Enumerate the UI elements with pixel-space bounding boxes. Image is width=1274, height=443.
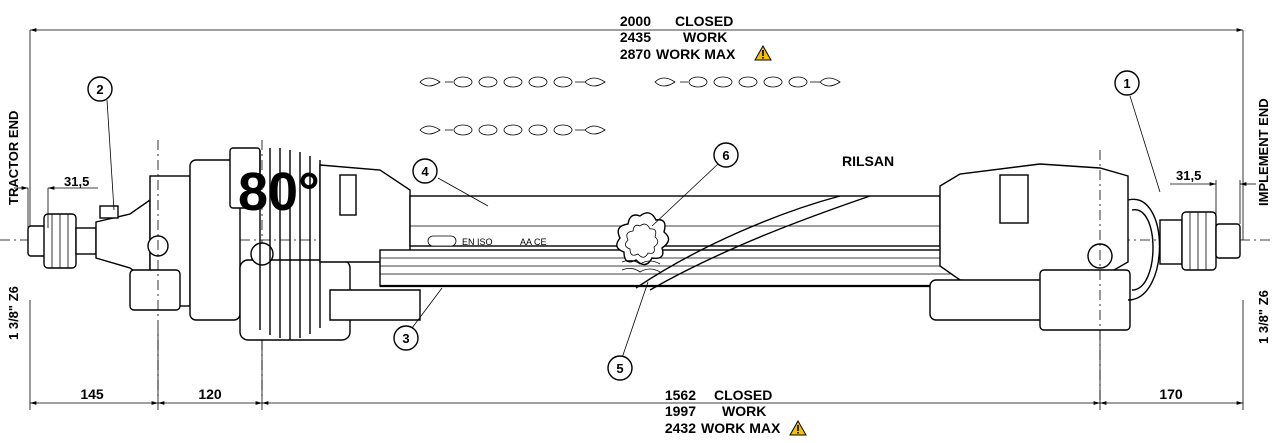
overall-work-label: WORK bbox=[683, 29, 727, 45]
overall-closed-label: CLOSED bbox=[675, 13, 733, 29]
warning-icon bbox=[789, 419, 807, 436]
callout-6: 6 bbox=[713, 142, 739, 168]
safety-chain-icon bbox=[419, 124, 606, 136]
callout-1: 1 bbox=[1114, 70, 1140, 96]
angle-label: 80° bbox=[238, 162, 320, 222]
star-profile-section bbox=[616, 212, 670, 273]
svg-text:2: 2 bbox=[96, 82, 103, 97]
overall-work-value: 2435 bbox=[620, 29, 651, 45]
svg-text:6: 6 bbox=[722, 148, 729, 163]
wide-angle-joint bbox=[189, 140, 421, 400]
inner-workmax-value: 2432 bbox=[665, 420, 696, 436]
inner-closed-label: CLOSED bbox=[714, 387, 772, 403]
overall-dimension bbox=[29, 28, 1244, 240]
segment-145-label: 145 bbox=[80, 386, 104, 402]
tractor-end-yoke bbox=[27, 140, 191, 400]
segment-120-label: 120 bbox=[198, 386, 222, 402]
right-offset-dimension: 31,5 bbox=[1170, 168, 1256, 224]
svg-text:1: 1 bbox=[1123, 76, 1130, 91]
inner-length-labels: 1562 CLOSED 1997 WORK 2432 WORK MAX bbox=[665, 387, 807, 436]
callout-2: 2 bbox=[87, 76, 113, 102]
safety-chain-icon bbox=[419, 76, 606, 88]
safety-chain-icon bbox=[654, 76, 841, 88]
warning-icon bbox=[754, 44, 772, 61]
svg-text:4: 4 bbox=[421, 164, 429, 179]
implement-end-yoke bbox=[929, 150, 1241, 400]
material-label: RILSAN bbox=[842, 153, 894, 169]
cover-marking: EN ISO bbox=[462, 237, 493, 247]
overall-workmax-label: WORK MAX bbox=[656, 46, 736, 62]
callout-3: 3 bbox=[393, 325, 419, 351]
implement-end-label: IMPLEMENT END bbox=[1256, 98, 1271, 206]
inner-closed-value: 1562 bbox=[665, 387, 696, 403]
callout-5: 5 bbox=[607, 355, 633, 381]
left-offset-label: 31,5 bbox=[64, 174, 89, 189]
brand-logo bbox=[427, 235, 457, 247]
right-offset-label: 31,5 bbox=[1176, 168, 1201, 183]
segment-170-label: 170 bbox=[1159, 386, 1183, 402]
inner-work-label: WORK bbox=[722, 403, 766, 419]
callout-4: 4 bbox=[412, 158, 438, 184]
left-spline-label: 1 3/8" Z6 bbox=[6, 286, 21, 340]
overall-workmax-value: 2870 bbox=[620, 46, 651, 62]
tractor-end-label: TRACTOR END bbox=[6, 111, 21, 205]
left-offset-dimension: 31,5 bbox=[14, 174, 98, 228]
inner-workmax-label: WORK MAX bbox=[701, 420, 781, 436]
tube-marking: AA CE bbox=[520, 237, 547, 247]
svg-text:5: 5 bbox=[616, 361, 623, 376]
right-spline-label: 1 3/8" Z6 bbox=[1256, 290, 1271, 344]
callout-leaders bbox=[106, 95, 1161, 359]
inner-work-value: 1997 bbox=[665, 403, 696, 419]
bottom-dimensions bbox=[29, 300, 1244, 410]
overall-length-labels: 2000 CLOSED 2435 WORK 2870 WORK MAX bbox=[620, 13, 772, 62]
overall-closed-value: 2000 bbox=[620, 13, 651, 29]
svg-text:3: 3 bbox=[402, 331, 409, 346]
